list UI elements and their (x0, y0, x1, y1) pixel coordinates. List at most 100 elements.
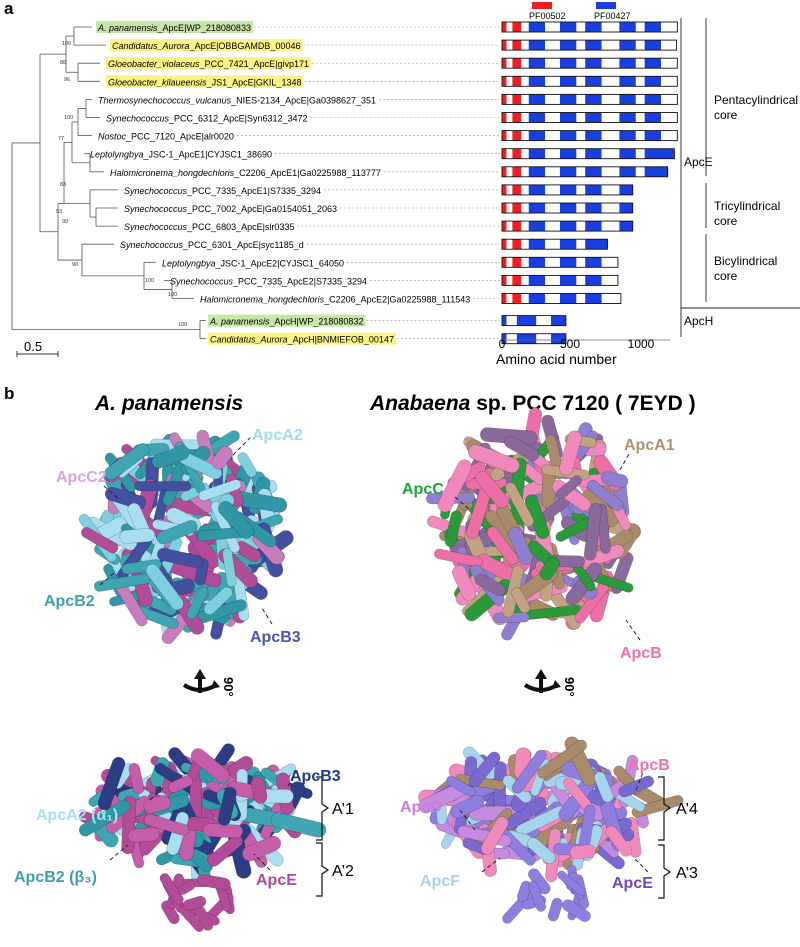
phylogenetic-tree (11, 26, 206, 340)
domain-pf00427 (528, 275, 546, 286)
domain-pf00427 (644, 130, 662, 141)
taxon-row: Thermosynechococcus_vulcanus_NIES-2134_A… (98, 95, 376, 105)
taxon-label: Synechococcus_PCC_6301_ApcE|syc1185_d (120, 240, 304, 250)
domain-pf00427 (559, 76, 577, 87)
domain-pf00502 (512, 239, 522, 250)
helix-cylinder (178, 904, 204, 933)
taxon-row: Synechococcus_PCC_6312_ApcE|Syn6312_3472 (106, 114, 308, 124)
protein-outline (501, 220, 634, 232)
helix-cylinder (128, 762, 145, 795)
helix-cylinder (539, 556, 561, 581)
helix-cylinder (444, 510, 462, 548)
axis-tick-1000: 1000 (628, 337, 655, 351)
helix-cylinder (511, 749, 547, 794)
taxon-label: Leptolyngbya_JSC-1_ApcE2|CYJSC1_64050 (162, 258, 344, 268)
helix-cylinder (143, 813, 190, 836)
domain-architecture-bars (501, 21, 678, 345)
helix-cylinder (569, 844, 596, 860)
domain-pf00427 (559, 257, 577, 268)
domain-bar (501, 274, 619, 286)
helix-cylinder (445, 775, 476, 797)
domain-pf00427 (585, 22, 602, 32)
domain-pf00502 (502, 76, 507, 87)
domain-pf00502 (512, 76, 522, 87)
taxon-row: Leptolyngbya_JSC-1_ApcE1|CYJSC1_38690 (90, 150, 272, 160)
bootstrap-value: 86 (60, 60, 66, 66)
label-a4-prime: A’4 (676, 801, 698, 818)
taxon-label: Synechococcus_PCC_6803_ApcE|slr0335 (124, 222, 294, 232)
bootstrap-value: 83 (60, 182, 66, 188)
domain-pf00427 (528, 40, 546, 51)
helix-cylinder (198, 479, 242, 502)
label-apcb2: ApcB2 (44, 593, 95, 610)
domain-pf00502 (512, 148, 522, 159)
panel-a-label: a (4, 0, 14, 18)
helix-cylinder (190, 748, 230, 783)
protein-outline (501, 184, 634, 196)
helix-cylinder (516, 880, 532, 903)
protein-outline (501, 315, 567, 327)
helix-cylinder (593, 771, 614, 803)
domain-pf00427 (516, 333, 537, 344)
protein-outline (501, 274, 619, 286)
domain-pf00427 (585, 257, 602, 268)
structure-leader-lines (99, 437, 649, 873)
taxon-row: A. panamensis_ApcH|WP_218080832 (208, 314, 366, 327)
domain-pf00427 (619, 58, 636, 69)
label-apce-left: ApcE (256, 872, 297, 889)
length-axis: 0 500 1000 Amino acid number (496, 337, 670, 367)
helix-cylinder (586, 479, 624, 511)
helix-cylinder (508, 526, 534, 566)
domain-pf00502 (502, 94, 507, 105)
domain-pf00427 (644, 148, 675, 159)
domain-pf00502 (512, 293, 522, 304)
left-structure-title: A. panamensis (94, 392, 243, 415)
domain-bar (501, 39, 678, 51)
helix-cylinder (555, 475, 583, 500)
protein-outline (501, 166, 669, 178)
domain-bar (501, 220, 634, 232)
scale-bar-label: 0.5 (24, 339, 42, 354)
helix-cylinder (450, 794, 485, 819)
domain-pf00427 (585, 76, 602, 87)
domain-pf00427 (528, 58, 546, 69)
domain-pf00502 (512, 184, 522, 195)
domain-pf00427 (585, 166, 602, 177)
domain-pf00427 (528, 22, 546, 32)
helix-cylinder (468, 751, 501, 788)
domain-pf00427 (619, 221, 633, 232)
helix-cylinder (618, 775, 654, 798)
protein-outline (501, 333, 567, 345)
panel-b-label: b (4, 384, 14, 403)
helix-cylinder (151, 445, 190, 469)
structure-a-panamensis-side-view (78, 743, 327, 933)
domain-pf00502 (502, 40, 507, 51)
rotation-label-right: 90° (562, 677, 577, 697)
taxon-label: Candidatus_Aurora_ApcE|OBBGAMDB_00046 (112, 41, 300, 51)
domain-pf00502 (502, 275, 507, 286)
helix-cylinder (156, 547, 203, 569)
legend-label-pf00427: PF00427 (594, 11, 631, 21)
domain-pf00427 (619, 166, 636, 177)
bootstrap-value: 90 (72, 262, 78, 268)
domain-pf00427 (559, 221, 577, 232)
domain-pf00502 (512, 58, 522, 69)
protein-outline (501, 93, 678, 105)
domain-pf00502 (512, 40, 522, 51)
label-a2-prime: A’2 (332, 863, 354, 880)
domain-pf00427 (559, 184, 577, 195)
protein-outline (501, 148, 675, 160)
helix-cylinder (559, 430, 582, 476)
taxon-label: Gloeobacter_violaceus_PCC_7421_ApcE|givp… (108, 59, 309, 69)
taxon-row: Synechococcus_PCC_6803_ApcE|slr0335 (124, 222, 294, 232)
helix-cylinder (434, 548, 484, 568)
domain-pf00427 (585, 203, 602, 213)
taxon-highlight (106, 75, 304, 88)
label-a1-prime: A’1 (332, 801, 354, 818)
bootstrap-value: 100 (168, 292, 177, 298)
taxon-label: Candidatus_Aurora_ApcH|BNMIEFOB_00147 (210, 335, 394, 345)
taxon-label: Synechococcus_PCC_7335_ApcE2|S7335_3294 (170, 276, 367, 286)
domain-pf00427 (585, 239, 608, 250)
domain-pf00427 (619, 94, 636, 105)
